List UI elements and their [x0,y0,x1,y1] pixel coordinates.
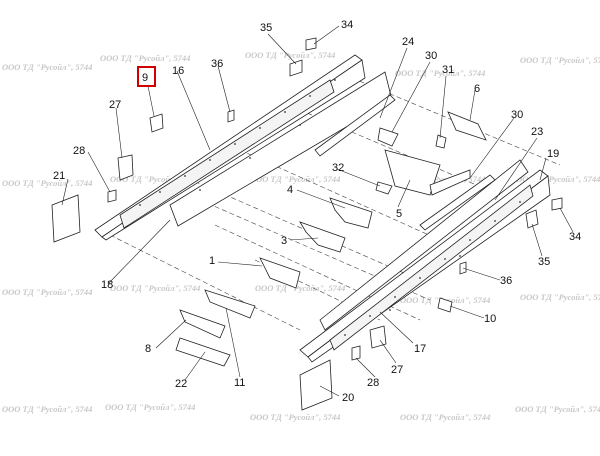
plate-21 [51,194,81,243]
cross-member-1 [259,257,301,289]
callout-17[interactable]: 17 [414,343,426,355]
callout-35[interactable]: 35 [538,256,550,268]
callout-4[interactable]: 4 [287,184,293,196]
watermark: ООО ТД "Русойл", 5744 [515,404,600,414]
callout-28[interactable]: 28 [73,145,85,157]
watermark: ООО ТД "Русойл", 5744 [110,174,200,184]
watermark: ООО ТД "Русойл", 5744 [520,55,600,65]
clip-34-right [551,197,563,211]
watermark: ООО ТД "Русойл", 5744 [105,402,195,412]
callout-36[interactable]: 36 [500,275,512,287]
watermark: ООО ТД "Русойл", 5744 [250,174,340,184]
watermark: ООО ТД "Русойл", 5744 [250,412,340,422]
callout-5[interactable]: 5 [396,208,402,220]
cross-member-11 [204,289,256,319]
right-side-rail [299,159,551,363]
bracket-27-left [117,154,134,181]
rear-beam [314,94,496,231]
callout-11[interactable]: 11 [234,377,245,389]
watermark: ООО ТД "Русойл", 5744 [255,283,345,293]
watermark: ООО ТД "Русойл", 5744 [2,404,92,414]
left-side-rail [94,54,393,241]
bracket-5 [384,149,441,196]
clip-35-top [289,59,303,77]
bracket-6 [447,111,487,141]
callout-6[interactable]: 6 [474,83,480,95]
callout-9[interactable]: 9 [142,72,148,84]
watermark: ООО ТД "Русойл", 5744 [2,178,92,188]
highlight-box [137,66,156,87]
watermark: ООО ТД "Русойл", 5744 [2,287,92,297]
callout-20[interactable]: 20 [342,392,354,404]
callout-8[interactable]: 8 [145,343,151,355]
callout-31[interactable]: 31 [442,64,454,76]
cross-member-8 [179,309,226,339]
callout-18[interactable]: 18 [101,279,113,291]
watermark: ООО ТД "Русойл", 5744 [2,62,92,72]
callout-35[interactable]: 35 [260,22,272,34]
cross-member-4 [329,197,373,229]
callout-28[interactable]: 28 [367,377,379,389]
cross-members [175,111,487,367]
callout-1[interactable]: 1 [209,255,215,267]
callout-34[interactable]: 34 [569,231,581,243]
watermark: ООО ТД "Русойл", 5744 [400,412,490,422]
bolt-36-left [227,109,235,123]
callout-21[interactable]: 21 [53,170,65,182]
bracket-31 [435,134,447,149]
callout-10[interactable]: 10 [484,313,496,325]
callout-34[interactable]: 34 [341,19,353,31]
clip-35-right [525,209,539,229]
leader-lines [61,25,574,397]
watermark: ООО ТД "Русойл", 5744 [245,50,335,60]
callout-3[interactable]: 3 [281,235,287,247]
callout-16[interactable]: 16 [172,65,184,77]
plate-20 [299,359,333,411]
watermark: ООО ТД "Русойл", 5744 [110,283,200,293]
bracket-30 [377,127,399,147]
callout-27[interactable]: 27 [109,99,121,111]
assembly-line [109,234,301,331]
callout-36[interactable]: 36 [211,58,223,70]
plate-22 [175,337,231,367]
callouts: 35 34 24 30 31 6 30 23 19 32 4 5 3 1 34 … [53,19,581,404]
clip-34-top [305,37,317,51]
watermark: ООО ТД "Русойл", 5744 [510,174,600,184]
bracket-32 [375,181,393,195]
callout-22[interactable]: 22 [175,378,187,390]
callout-27[interactable]: 27 [391,364,403,376]
watermark: ООО ТД "Русойл", 5744 [100,53,190,63]
callout-30[interactable]: 30 [425,50,437,62]
cross-member-3 [299,221,346,253]
callout-23[interactable]: 23 [531,126,543,138]
watermark: ООО ТД "Русойл", 5744 [520,292,600,302]
bracket-10 [437,297,453,313]
watermark: ООО ТД "Русойл", 5744 [395,68,485,78]
callout-24[interactable]: 24 [402,36,414,48]
clip-28-left [107,189,117,203]
callout-19[interactable]: 19 [547,148,559,160]
clip-28-right [351,345,361,361]
part-9 [149,113,164,133]
callout-30[interactable]: 30 [511,109,523,121]
callout-32[interactable]: 32 [332,162,344,174]
watermark: ООО ТД "Русойл", 5744 [395,174,485,184]
